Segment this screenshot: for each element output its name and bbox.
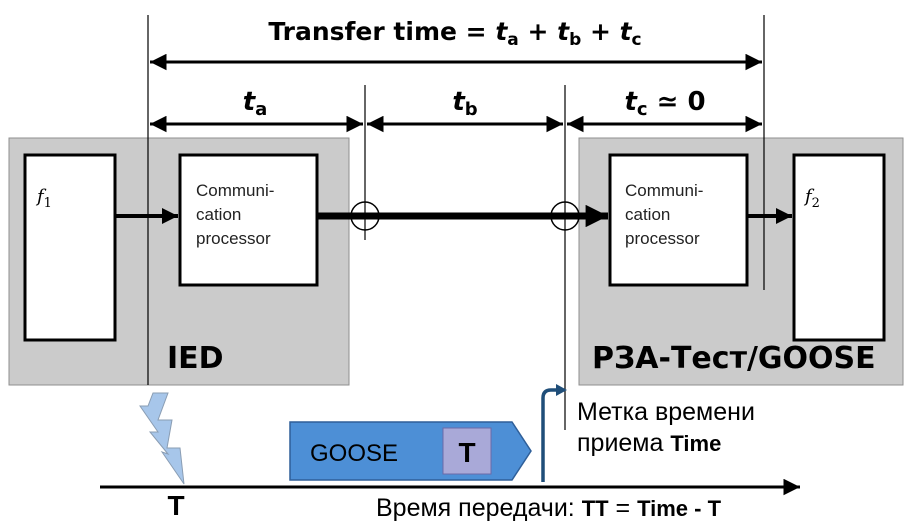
receive-note-line-1: Метка времени — [577, 398, 755, 426]
tb-label: tb — [452, 87, 477, 120]
receive-junction-circle — [550, 201, 580, 231]
ied-processor-line-2: cation — [196, 205, 241, 224]
ta-label: ta — [243, 87, 268, 120]
function-f1-box — [23, 153, 117, 342]
tc-label: tc ≃ 0 — [624, 87, 705, 120]
ied-processor-line-3: processor — [196, 229, 271, 248]
goose-packet-label: GOOSE — [310, 440, 398, 467]
test-communication-processor — [608, 153, 749, 287]
goose-timestamp-label: T — [458, 437, 475, 468]
transfer-time-title: Transfer time = ta + tb + tc — [268, 17, 641, 50]
ied-communication-processor — [178, 153, 319, 287]
test-processor-line-3: processor — [625, 229, 700, 248]
test-processor-line-2: cation — [625, 205, 670, 224]
event-time-mark: T — [167, 490, 184, 521]
receive-time-marker-tip — [556, 384, 567, 396]
receive-note-line-2: приема Time — [577, 429, 721, 457]
test-device-name: РЗА-Тест/GOOSE — [592, 341, 876, 376]
function-f2-box — [792, 153, 886, 342]
transfer-formula: Время передачи: TT = Time - T — [376, 494, 722, 522]
lightning-icon — [139, 392, 185, 485]
test-processor-line-1: Communi- — [625, 181, 703, 200]
ied-device-name: IED — [167, 341, 224, 376]
goose-timestamp-box — [442, 427, 492, 475]
ied-processor-line-1: Communi- — [196, 181, 274, 200]
receive-time-marker — [541, 388, 558, 482]
send-junction-circle — [350, 201, 380, 231]
